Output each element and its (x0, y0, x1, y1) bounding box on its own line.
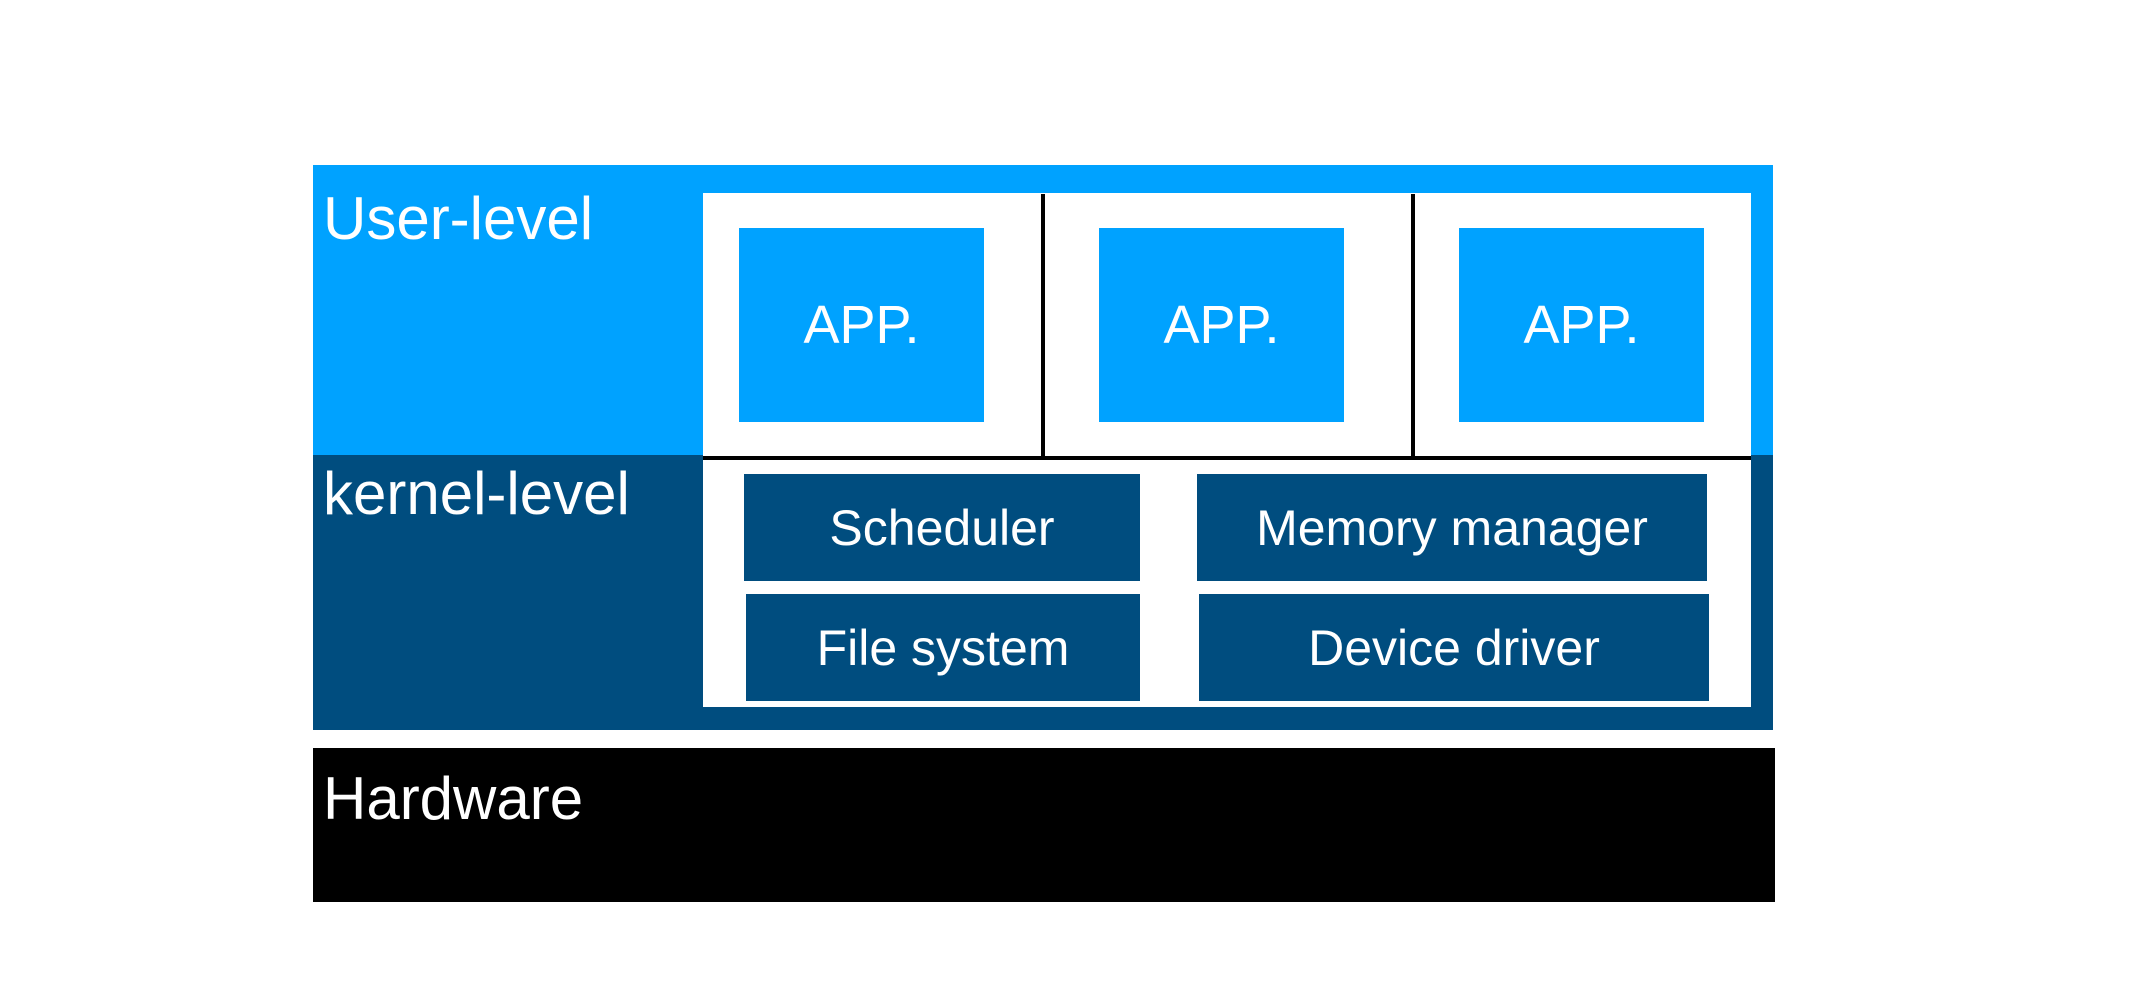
memory-manager-label: Memory manager (1256, 499, 1648, 556)
app-label: APP. (1163, 295, 1280, 355)
app-box: APP. (739, 228, 984, 422)
scheduler-box: Scheduler (744, 474, 1140, 581)
scheduler-label: Scheduler (829, 499, 1055, 556)
app-separator (1041, 194, 1045, 459)
file-system-label: File system (816, 619, 1070, 676)
app-separator (1411, 194, 1415, 459)
device-driver-box: Device driver (1199, 594, 1709, 701)
app-label: APP. (803, 295, 920, 355)
app-box: APP. (1099, 228, 1344, 422)
hardware-label: Hardware (323, 765, 584, 832)
kernel-level-label: kernel-level (323, 460, 630, 527)
app-label: APP. (1523, 295, 1640, 355)
file-system-box: File system (746, 594, 1140, 701)
app-box: APP. (1459, 228, 1704, 422)
user-level-label: User-level (323, 185, 594, 252)
memory-manager-box: Memory manager (1197, 474, 1707, 581)
device-driver-label: Device driver (1308, 619, 1600, 676)
hardware-layer (313, 748, 1775, 902)
user-kernel-boundary (703, 456, 1751, 460)
